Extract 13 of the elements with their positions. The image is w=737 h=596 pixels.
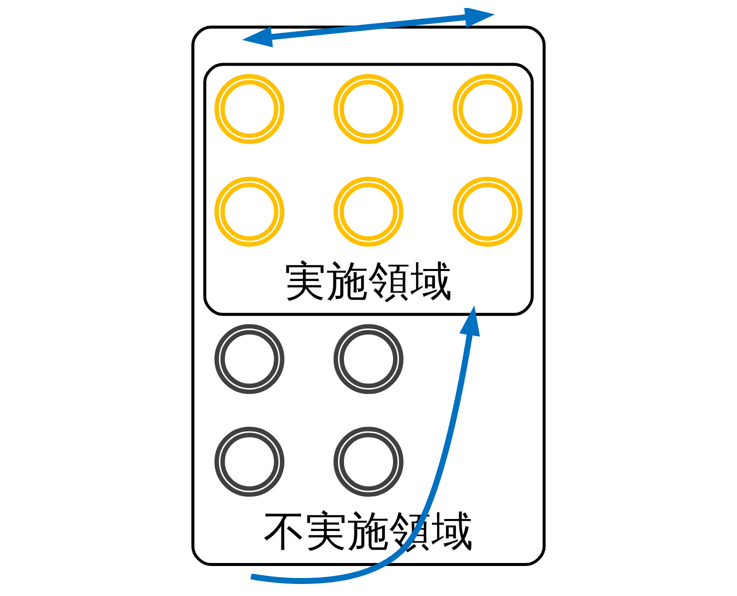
node-circle [214, 324, 284, 394]
node-circle [214, 426, 284, 497]
node-circle [334, 426, 404, 497]
node-circle [452, 176, 523, 247]
cluster: 実施領域 [203, 62, 534, 316]
node-circle [452, 74, 523, 144]
node-circle [334, 74, 404, 144]
arrow [250, 306, 480, 584]
node-circle [214, 176, 284, 247]
arrow [242, 8, 495, 48]
node-circle [334, 324, 404, 394]
node-circle [214, 74, 284, 144]
node-circle [334, 176, 404, 247]
